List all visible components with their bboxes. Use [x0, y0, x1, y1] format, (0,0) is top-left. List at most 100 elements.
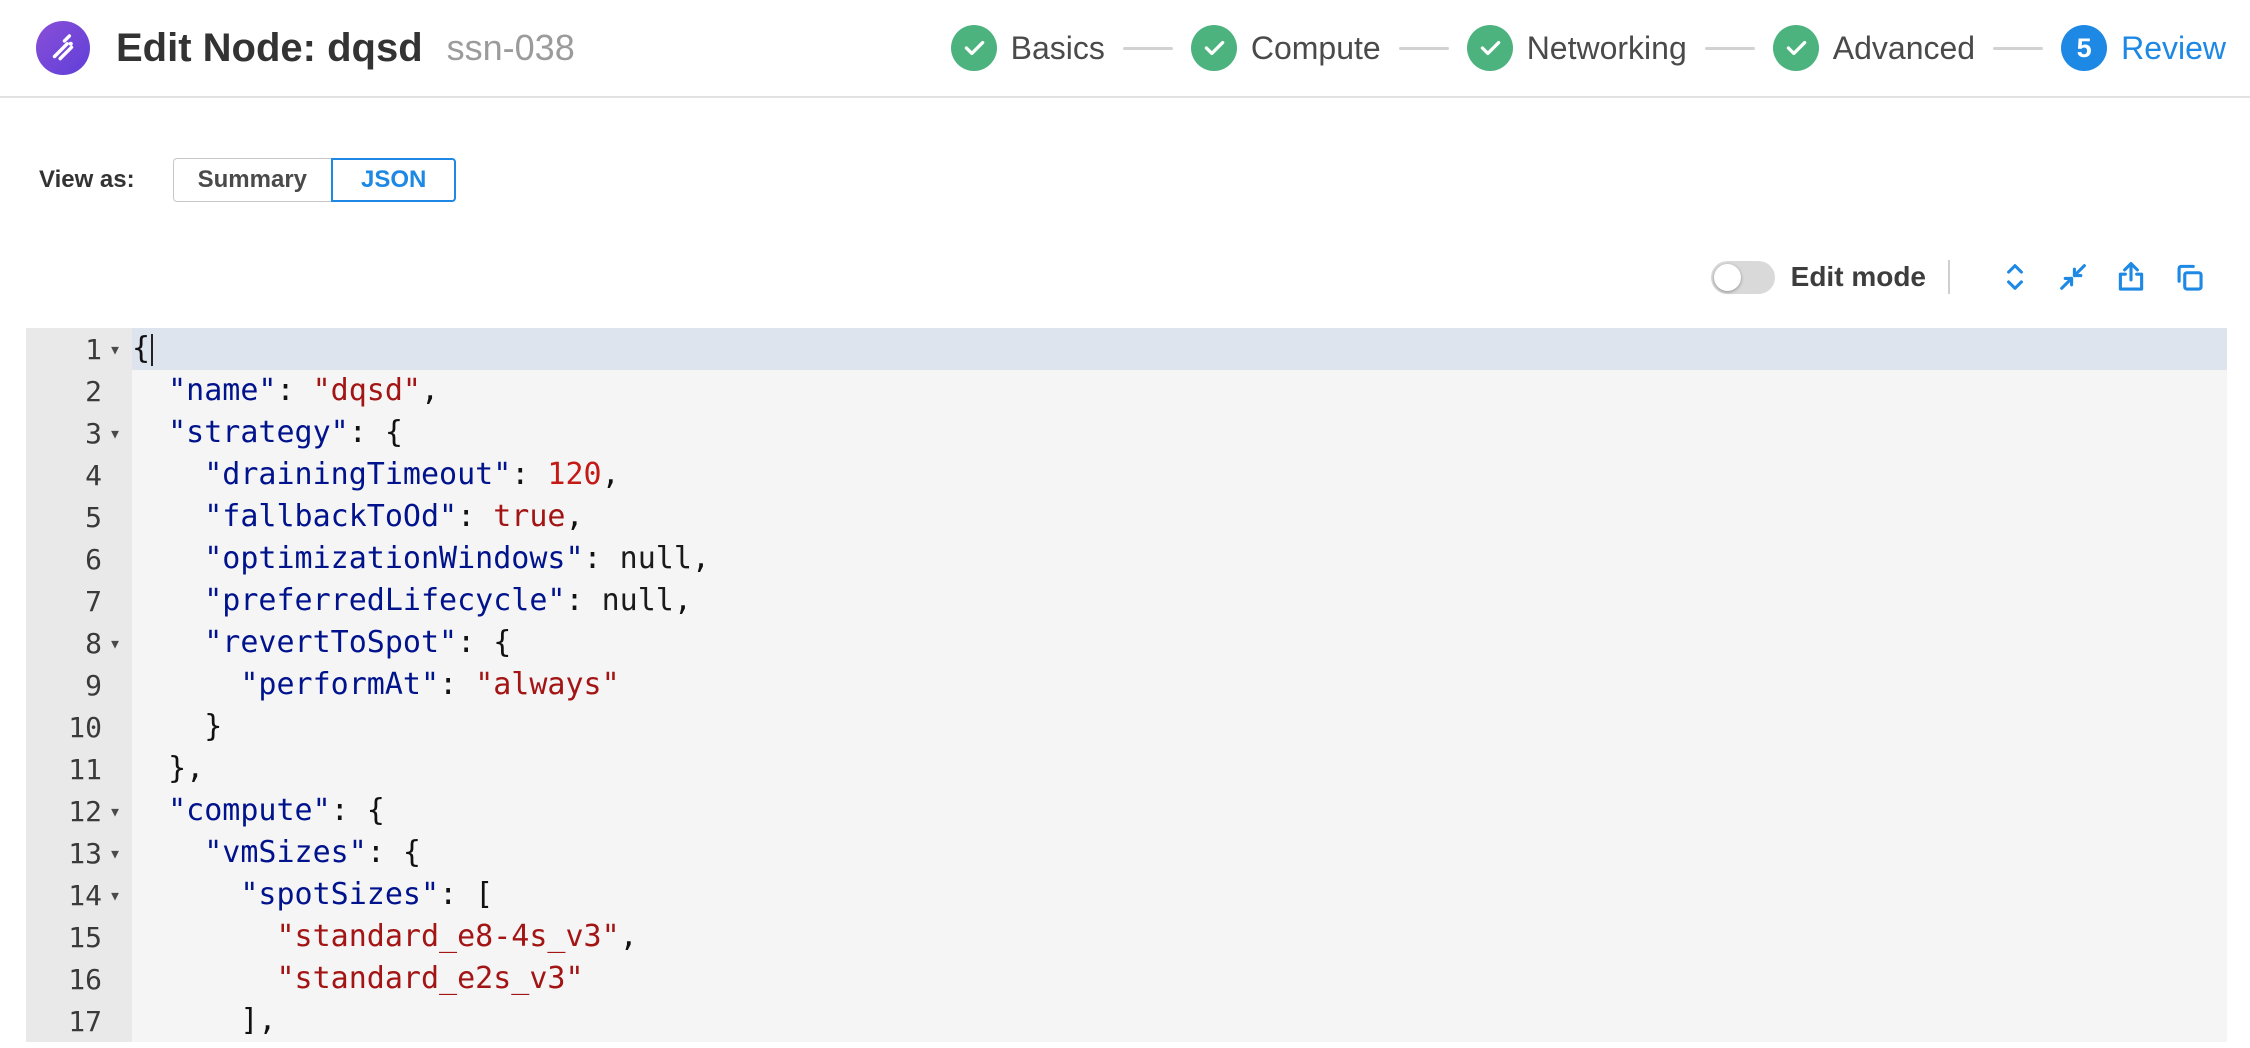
unfold-icon[interactable]	[1998, 260, 2032, 294]
editor-line[interactable]: 5 "fallbackToOd": true,	[26, 496, 2227, 538]
code-text[interactable]: "standard_e2s_v3"	[132, 958, 2227, 1000]
line-number: 16	[26, 958, 132, 1000]
step-connector	[1704, 46, 1755, 50]
fold-arrow-icon[interactable]: ▾	[108, 631, 122, 655]
code-text[interactable]: "revertToSpot": {	[132, 622, 2227, 664]
code-text[interactable]: ],	[132, 1000, 2227, 1042]
line-number-text: 11	[68, 752, 102, 786]
editor-line[interactable]: 6 "optimizationWindows": null,	[26, 538, 2227, 580]
line-number-text: 13	[68, 836, 102, 870]
line-number: 11	[26, 748, 132, 790]
text-cursor	[151, 333, 154, 366]
step-connector	[1993, 46, 2044, 50]
check-icon	[1190, 25, 1237, 71]
copy-icon[interactable]	[2172, 260, 2206, 294]
line-number: 14▾	[26, 874, 132, 916]
code-text[interactable]: "drainingTimeout": 120,	[132, 454, 2227, 496]
editor-line[interactable]: 12▾ "compute": {	[26, 790, 2227, 832]
line-number: 13▾	[26, 832, 132, 874]
step-review[interactable]: 5 Review	[2061, 25, 2226, 71]
editor-toolbar: Edit mode	[0, 254, 2206, 300]
line-number: 8▾	[26, 622, 132, 664]
editor-line[interactable]: 8▾ "revertToSpot": {	[26, 622, 2227, 664]
edit-mode-toggle[interactable]	[1710, 260, 1775, 294]
code-text[interactable]: "fallbackToOd": true,	[132, 496, 2227, 538]
page-title: Edit Node: dqsd	[116, 25, 423, 70]
line-number: 7	[26, 580, 132, 622]
editor-line[interactable]: 1▾ {	[26, 328, 2227, 370]
line-number: 17	[26, 1000, 132, 1042]
line-number: 4	[26, 454, 132, 496]
step-connector	[1122, 46, 1173, 50]
code-text[interactable]: "compute": {	[132, 790, 2227, 832]
code-text[interactable]: "preferredLifecycle": null,	[132, 580, 2227, 622]
step-compute[interactable]: Compute	[1190, 25, 1381, 71]
view-as-bar: View as: Summary JSON	[39, 158, 2250, 202]
editor-line[interactable]: 15 "standard_e8-4s_v3",	[26, 916, 2227, 958]
spot-logo	[36, 21, 90, 75]
json-tab[interactable]: JSON	[331, 158, 457, 202]
export-icon[interactable]	[2114, 260, 2148, 294]
step-connector	[1398, 46, 1449, 50]
code-text[interactable]: },	[132, 748, 2227, 790]
wizard-stepper: Basics Compute Networking	[950, 25, 2226, 71]
view-as-label: View as:	[39, 166, 135, 193]
step-basics[interactable]: Basics	[950, 25, 1105, 71]
line-number-text: 6	[85, 542, 102, 576]
line-number-text: 7	[85, 584, 102, 618]
code-text[interactable]: {	[132, 328, 2227, 370]
step-networking[interactable]: Networking	[1466, 25, 1687, 71]
code-text[interactable]: "strategy": {	[132, 412, 2227, 454]
editor-line[interactable]: 4 "drainingTimeout": 120,	[26, 454, 2227, 496]
editor-line[interactable]: 14▾ "spotSizes": [	[26, 874, 2227, 916]
line-number-text: 16	[68, 962, 102, 996]
line-number: 10	[26, 706, 132, 748]
check-icon	[1772, 25, 1819, 71]
line-number-text: 14	[68, 878, 102, 912]
fold-arrow-icon[interactable]: ▾	[108, 421, 122, 445]
summary-tab[interactable]: Summary	[172, 158, 332, 202]
line-number-text: 9	[85, 668, 102, 702]
line-number-text: 8	[85, 626, 102, 660]
editor-line[interactable]: 17 ],	[26, 1000, 2227, 1042]
code-text[interactable]: "vmSizes": {	[132, 832, 2227, 874]
editor-line[interactable]: 9 "performAt": "always"	[26, 664, 2227, 706]
code-text[interactable]: "name": "dqsd",	[132, 370, 2227, 412]
node-id: ssn-038	[446, 27, 575, 68]
collapse-icon[interactable]	[2056, 260, 2090, 294]
editor-line[interactable]: 11 },	[26, 748, 2227, 790]
json-editor[interactable]: 1▾{2 "name": "dqsd",3▾ "strategy": {4 "d…	[26, 328, 2227, 1042]
line-number: 6	[26, 538, 132, 580]
code-text[interactable]: "optimizationWindows": null,	[132, 538, 2227, 580]
code-text[interactable]: "spotSizes": [	[132, 874, 2227, 916]
editor-line[interactable]: 16 "standard_e2s_v3"	[26, 958, 2227, 1000]
fold-arrow-icon[interactable]: ▾	[108, 337, 122, 361]
fold-arrow-icon[interactable]: ▾	[108, 841, 122, 865]
check-icon	[1466, 25, 1513, 71]
code-text[interactable]: "standard_e8-4s_v3",	[132, 916, 2227, 958]
wizard-header: Edit Node: dqsd ssn-038 Basics Compute	[0, 0, 2250, 98]
editor-line[interactable]: 7 "preferredLifecycle": null,	[26, 580, 2227, 622]
line-number-text: 10	[68, 710, 102, 744]
editor-line[interactable]: 10 }	[26, 706, 2227, 748]
step-advanced[interactable]: Advanced	[1772, 25, 1975, 71]
line-number-text: 17	[68, 1004, 102, 1038]
line-number-text: 1	[85, 332, 102, 366]
fold-arrow-icon[interactable]: ▾	[108, 883, 122, 907]
fold-arrow-icon[interactable]: ▾	[108, 799, 122, 823]
toolbar-divider	[1948, 260, 1950, 294]
line-number: 9	[26, 664, 132, 706]
step-label: Networking	[1526, 29, 1687, 66]
view-as-control: Summary JSON	[172, 158, 457, 202]
step-label: Compute	[1250, 29, 1381, 66]
line-number-text: 3	[85, 416, 102, 450]
editor-line[interactable]: 2 "name": "dqsd",	[26, 370, 2227, 412]
editor-line[interactable]: 13▾ "vmSizes": {	[26, 832, 2227, 874]
editor-line[interactable]: 3▾ "strategy": {	[26, 412, 2227, 454]
line-number: 12▾	[26, 790, 132, 832]
code-text[interactable]: }	[132, 706, 2227, 748]
line-number: 3▾	[26, 412, 132, 454]
line-number-text: 15	[68, 920, 102, 954]
code-text[interactable]: "performAt": "always"	[132, 664, 2227, 706]
